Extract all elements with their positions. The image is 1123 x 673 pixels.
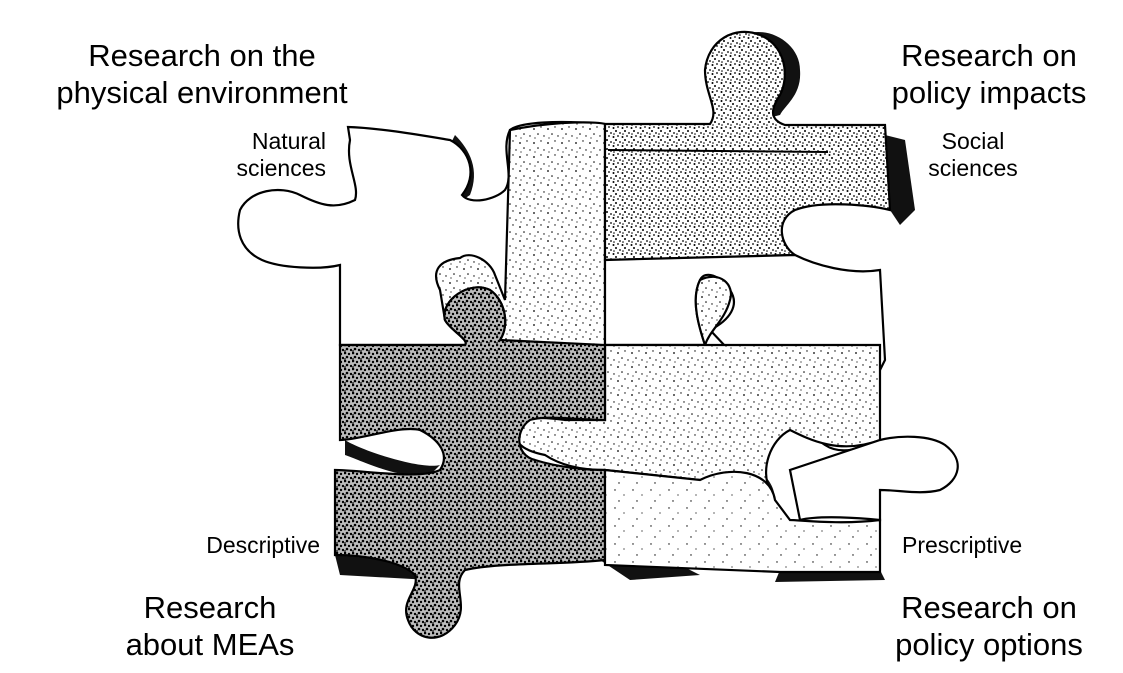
piece-top-right	[605, 32, 890, 260]
label-line: sciences	[908, 155, 1038, 182]
label-research-physical-environment: Research on the physical environment	[2, 38, 402, 111]
label-line: Research on	[860, 590, 1118, 627]
label-line: Research on the	[2, 38, 402, 75]
label-line: Research	[95, 590, 325, 627]
label-line: about MEAs	[95, 627, 325, 664]
label-social-sciences: Social sciences	[908, 128, 1038, 182]
label-line: Social	[908, 128, 1038, 155]
label-line: physical environment	[2, 75, 402, 112]
label-research-policy-impacts: Research on policy impacts	[860, 38, 1118, 111]
label-research-policy-options: Research on policy options	[860, 590, 1118, 663]
label-research-about-meas: Research about MEAs	[95, 590, 325, 663]
label-line: policy impacts	[860, 75, 1118, 112]
label-line: policy options	[860, 627, 1118, 664]
label-line: sciences	[196, 155, 326, 182]
label-natural-sciences: Natural sciences	[196, 128, 326, 182]
label-line: Natural	[196, 128, 326, 155]
label-descriptive: Descriptive	[120, 532, 320, 559]
label-prescriptive: Prescriptive	[902, 532, 1102, 559]
right-tab-outline	[790, 437, 958, 520]
label-line: Research on	[860, 38, 1118, 75]
